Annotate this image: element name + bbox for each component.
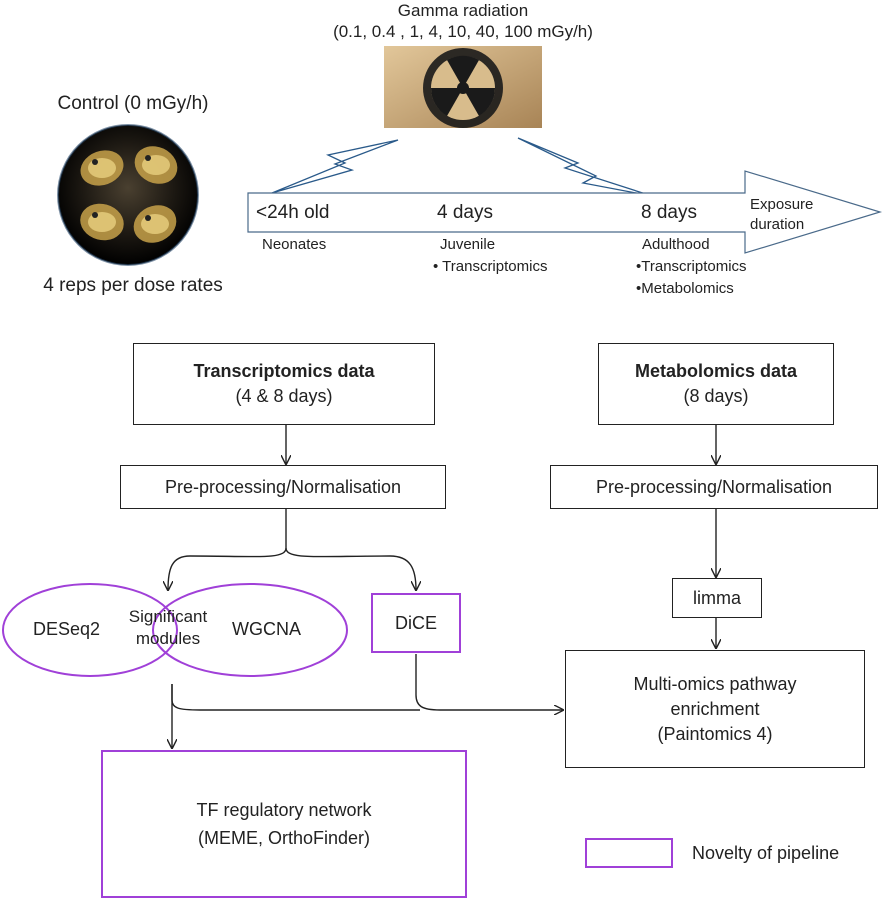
legend-label: Novelty of pipeline <box>692 843 840 863</box>
timepoint-neonate-time: <24h old <box>256 202 330 223</box>
preprocessing-left-box: Pre-processing/Normalisation <box>120 465 446 509</box>
legend-swatch <box>585 838 673 868</box>
arrow-label-line1: Exposure <box>750 196 814 213</box>
tf-network-box: TF regulatory network (MEME, OrthoFinder… <box>101 750 467 898</box>
gamma-doses: (0.1, 0.4 , 1, 4, 10, 40, 100 mGy/h) <box>333 22 593 41</box>
lightning-bolt-right-icon <box>517 137 653 197</box>
exposure-duration-arrow <box>247 170 883 254</box>
transcriptomics-subtitle: (4 & 8 days) <box>235 386 333 406</box>
connectors <box>168 425 716 748</box>
significant-line1: Significant <box>128 607 208 626</box>
radiation-hazard-icon <box>384 46 542 128</box>
arrow-label-line2: duration <box>750 216 805 233</box>
reps-label: 4 reps per dose rates <box>43 275 223 296</box>
daphnia-icon <box>80 150 124 186</box>
lightning-bolt-left-icon <box>271 139 399 194</box>
deseq2-label: DESeq2 <box>33 619 101 639</box>
metabolomics-subtitle: (8 days) <box>683 386 749 406</box>
daphnia-icon <box>133 205 177 243</box>
arrow-label: Exposure duration <box>750 195 813 235</box>
stage-juvenile: Juvenile <box>440 236 496 253</box>
gamma-title: Gamma radiation <box>397 1 529 20</box>
timepoint-adult-time: 8 days <box>641 202 697 223</box>
multiomics-line1: Multi-omics pathway <box>633 673 797 694</box>
limma-box: limma <box>672 578 762 618</box>
control-daphnia-image <box>57 124 199 266</box>
wgcna-ellipse <box>152 583 348 677</box>
significant-line2: modules <box>135 629 201 648</box>
stage-adulthood: Adulthood <box>642 236 710 253</box>
control-label: Control (0 mGy/h) <box>57 93 209 114</box>
juvenile-assay-transcriptomics: • Transcriptomics <box>433 258 548 275</box>
preprocessing-right-label: Pre-processing/Normalisation <box>595 476 833 497</box>
dice-box: DiCE <box>371 593 461 653</box>
multiomics-line2: enrichment <box>670 698 760 719</box>
adult-assay-metabolomics: •Metabolomics <box>636 280 734 297</box>
transcriptomics-title: Transcriptomics data <box>193 361 375 381</box>
timepoint-juvenile-time: 4 days <box>437 202 493 223</box>
metabolomics-data-box: Metabolomics data (8 days) <box>598 343 834 425</box>
metabolomics-title: Metabolomics data <box>634 361 798 381</box>
dice-label: DiCE <box>394 612 437 633</box>
stage-neonates: Neonates <box>262 236 327 253</box>
multiomics-box: Multi-omics pathway enrichment (Paintomi… <box>565 650 865 768</box>
daphnia-icon <box>80 203 124 241</box>
daphnia-icon <box>134 146 178 184</box>
limma-label: limma <box>693 587 741 608</box>
tf-line1: TF regulatory network <box>196 800 372 820</box>
preprocessing-left-label: Pre-processing/Normalisation <box>164 476 402 497</box>
tf-line2: (MEME, OrthoFinder) <box>197 828 371 848</box>
transcriptomics-data-box: Transcriptomics data (4 & 8 days) <box>133 343 435 425</box>
preprocessing-right-box: Pre-processing/Normalisation <box>550 465 878 509</box>
multiomics-line3: (Paintomics 4) <box>657 723 773 744</box>
adult-assay-transcriptomics: •Transcriptomics <box>636 258 747 275</box>
significant-modules-label: Significant modules <box>112 606 224 650</box>
wgcna-label: WGCNA <box>232 619 301 639</box>
deseq2-ellipse <box>2 583 178 677</box>
